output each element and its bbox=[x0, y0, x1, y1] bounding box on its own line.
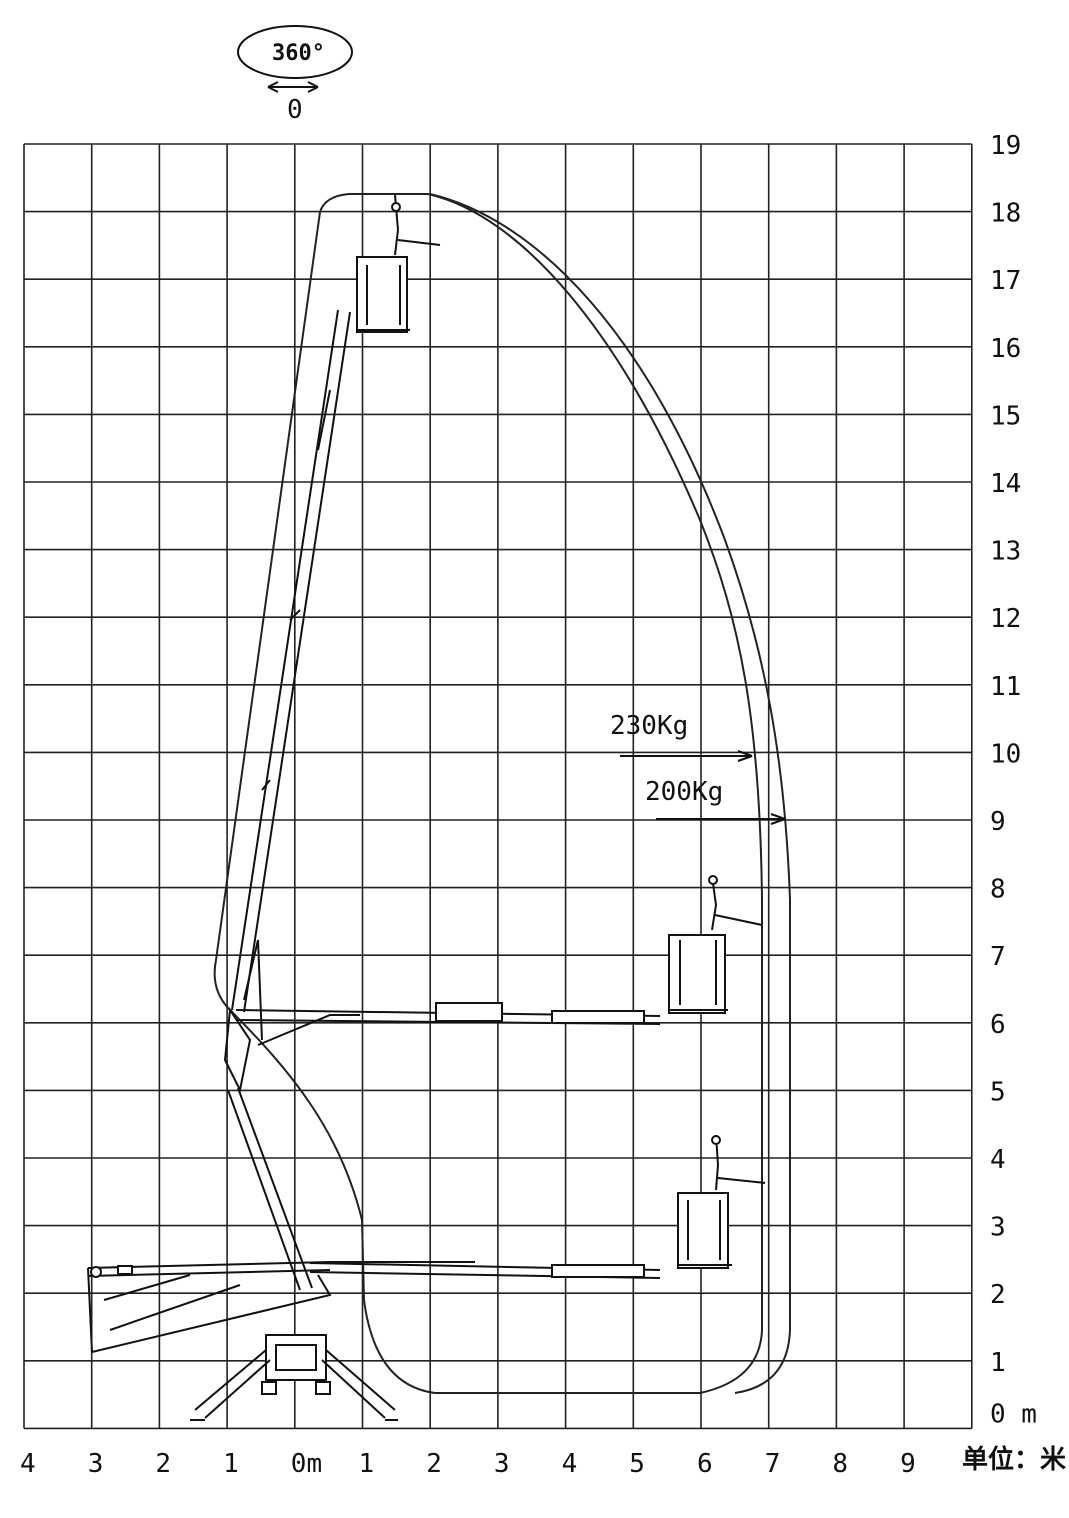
x-tick-label: 6 bbox=[697, 1449, 713, 1479]
x-tick-label: 4 bbox=[20, 1449, 36, 1479]
machine-drawing bbox=[87, 194, 766, 1421]
y-axis-labels: 19 18 17 16 15 14 13 12 11 10 9 8 7 6 5 4 3 2 1 0 m bbox=[990, 131, 1037, 1429]
load-200kg: 200Kg bbox=[645, 777, 786, 825]
rotation-label: 360° bbox=[272, 41, 325, 66]
y-tick-label: 18 bbox=[990, 199, 1021, 229]
y-tick-label: 10 bbox=[990, 739, 1021, 769]
y-tick-label: 11 bbox=[990, 672, 1021, 702]
rotation-indicator: 360° 0 bbox=[237, 25, 353, 125]
y-tick-label: 14 bbox=[990, 469, 1021, 499]
load-200kg-label: 200Kg bbox=[645, 777, 723, 807]
y-tick-label: 16 bbox=[990, 334, 1021, 364]
y-tick-label: 8 bbox=[990, 875, 1006, 905]
x-tick-label: 0m bbox=[291, 1449, 322, 1479]
x-axis-labels: 4 3 2 1 0m 1 2 3 4 5 6 7 8 9 bbox=[20, 1449, 916, 1479]
y-tick-label: 6 bbox=[990, 1010, 1006, 1040]
y-tick-label: 15 bbox=[990, 401, 1021, 431]
x-tick-label: 2 bbox=[426, 1449, 442, 1479]
base-outriggers bbox=[190, 1334, 398, 1421]
boom-position-mid bbox=[235, 875, 763, 1046]
y-tick-label: 13 bbox=[990, 537, 1021, 567]
x-tick-label: 8 bbox=[832, 1449, 848, 1479]
load-230kg-label: 230Kg bbox=[610, 711, 688, 741]
x-tick-label: 2 bbox=[155, 1449, 171, 1479]
x-tick-label: 4 bbox=[562, 1449, 578, 1479]
load-230kg: 230Kg bbox=[610, 711, 753, 762]
x-tick-label: 3 bbox=[88, 1449, 104, 1479]
y-tick-label: 17 bbox=[990, 266, 1021, 296]
x-tick-label: 9 bbox=[900, 1449, 916, 1479]
rotation-ellipse bbox=[237, 25, 353, 79]
y-tick-label: 19 bbox=[990, 131, 1021, 161]
boom-stowed bbox=[87, 1261, 332, 1354]
lower-boom bbox=[223, 939, 313, 1291]
x-tick-label: 3 bbox=[494, 1449, 510, 1479]
envelope-230kg-outline bbox=[213, 193, 763, 1394]
y-tick-label: 3 bbox=[990, 1213, 1006, 1243]
y-tick-label: 7 bbox=[990, 942, 1006, 972]
envelope-200kg-outline bbox=[429, 193, 791, 1394]
y-tick-label: 12 bbox=[990, 604, 1021, 634]
y-tick-label: 0 m bbox=[990, 1399, 1037, 1429]
x-tick-label: 1 bbox=[359, 1449, 375, 1479]
y-tick-label: 2 bbox=[990, 1280, 1006, 1310]
rotation-zero-label: 0 bbox=[287, 95, 303, 125]
y-tick-label: 4 bbox=[990, 1145, 1006, 1175]
y-tick-label: 1 bbox=[990, 1348, 1006, 1378]
grid bbox=[23, 143, 973, 1430]
x-tick-label: 1 bbox=[223, 1449, 239, 1479]
rotation-arrow-icon bbox=[267, 81, 319, 93]
load-200kg-arrow-icon bbox=[656, 813, 786, 825]
unit-label: 单位：米 bbox=[962, 1444, 1066, 1475]
x-tick-label: 5 bbox=[629, 1449, 645, 1479]
load-230kg-arrow-icon bbox=[620, 750, 753, 762]
y-tick-label: 5 bbox=[990, 1077, 1006, 1107]
boom-position-high bbox=[231, 194, 441, 1013]
y-tick-label: 9 bbox=[990, 807, 1006, 837]
x-tick-label: 7 bbox=[765, 1449, 781, 1479]
boom-position-low bbox=[309, 1134, 766, 1279]
